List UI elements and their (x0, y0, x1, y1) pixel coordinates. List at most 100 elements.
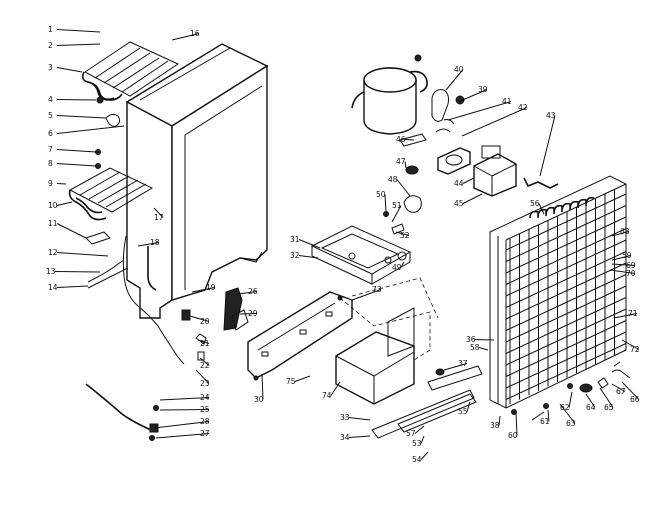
callout-label-41: 41 (502, 97, 512, 106)
leader-line (237, 291, 258, 295)
callout-label-6: 6 (48, 129, 53, 138)
leader-line (294, 375, 311, 382)
leader-line (395, 231, 410, 236)
callout-label-75: 75 (286, 377, 296, 386)
leader-line (56, 163, 97, 167)
leader-line (414, 425, 425, 434)
condenser-wire (505, 205, 627, 262)
leader-line (56, 125, 125, 134)
leader-line (56, 43, 101, 46)
leader-line (199, 357, 210, 366)
callout-label-64: 64 (586, 403, 596, 412)
callout-label-57: 57 (406, 429, 416, 438)
leader-line (461, 107, 528, 137)
leader-line (56, 149, 97, 153)
leader-line (56, 29, 101, 33)
leader-line (159, 397, 210, 401)
leader-line (420, 451, 429, 460)
power-cord (85, 383, 159, 441)
callout-label-69: 69 (626, 261, 636, 270)
callout-label-30: 30 (254, 395, 264, 404)
leader-line (609, 269, 636, 274)
condenser-wire (505, 308, 627, 366)
callout-label-13: 13 (46, 267, 56, 276)
upper-evaporator-shelf (81, 41, 180, 127)
callout-label-21: 21 (200, 339, 210, 348)
leader-line (298, 239, 321, 249)
callout-label-73: 73 (372, 285, 382, 294)
callout-label-51: 51 (392, 201, 402, 210)
leader-line (155, 433, 210, 439)
callout-label-60: 60 (508, 431, 518, 440)
leader-line (559, 403, 576, 424)
leader-line (261, 373, 264, 400)
callout-label-26: 26 (248, 287, 258, 296)
relay-overload (431, 89, 559, 197)
drain-and-wiring (87, 235, 207, 365)
leader-line (153, 207, 164, 218)
callout-label-71: 71 (628, 309, 638, 318)
compressor-mount-frame (310, 225, 412, 285)
condenser-wire (505, 262, 627, 320)
leader-line (159, 409, 210, 411)
callout-label-11: 11 (48, 219, 58, 228)
callout-labels: 1234567891011121314161718192021222324252… (46, 25, 640, 464)
condenser-wire (505, 251, 627, 308)
leader-line (474, 339, 495, 341)
leader-line (443, 363, 468, 371)
leader-line (462, 177, 475, 184)
leader-line (599, 387, 614, 408)
compressor (351, 54, 428, 261)
leader-line (462, 193, 483, 204)
callout-label-29: 29 (248, 309, 258, 318)
leader-line (404, 139, 415, 141)
leader-line (585, 393, 596, 408)
callout-label-17: 17 (154, 213, 164, 222)
callout-label-9: 9 (48, 179, 53, 188)
callout-label-7: 7 (48, 145, 53, 154)
callout-label-5: 5 (48, 111, 53, 120)
leader-line (153, 421, 210, 429)
callout-label-10: 10 (48, 201, 58, 210)
leader-line (396, 179, 411, 197)
callout-label-63: 63 (566, 419, 576, 428)
leader-line (191, 287, 216, 293)
leader-line (239, 313, 258, 315)
callout-label-32: 32 (290, 251, 300, 260)
leader-line (384, 194, 387, 213)
callout-label-53: 53 (412, 439, 422, 448)
callout-label-62: 62 (560, 403, 570, 412)
leader-line (195, 369, 210, 384)
callout-label-33: 33 (340, 413, 350, 422)
callout-label-42: 42 (518, 103, 528, 112)
condenser-wire (505, 320, 627, 377)
leader-line (197, 339, 210, 344)
leader-line (538, 203, 545, 215)
condenser-wire (505, 193, 627, 251)
callout-label-58: 58 (470, 343, 480, 352)
callout-label-40: 40 (454, 65, 464, 74)
callout-label-22: 22 (200, 361, 210, 370)
callout-label-55: 55 (458, 407, 468, 416)
machine-compartment-panel (247, 291, 353, 381)
leader-line (400, 261, 405, 268)
callout-label-50: 50 (376, 190, 386, 199)
leader-line (348, 435, 371, 438)
lower-evaporator-shelf (68, 149, 154, 245)
condenser-wire (505, 343, 627, 400)
callout-label-1: 1 (48, 25, 53, 34)
leader-line (330, 381, 341, 396)
leader-line (54, 271, 101, 273)
callout-label-4: 4 (48, 95, 53, 104)
leader-line (621, 339, 640, 350)
leader-line (613, 313, 638, 319)
callout-label-43: 43 (546, 111, 556, 120)
callout-label-19: 19 (206, 283, 216, 292)
callout-label-34: 34 (340, 433, 350, 442)
leader-line (498, 415, 501, 426)
callout-label-23: 23 (200, 379, 210, 388)
callout-label-74: 74 (322, 391, 332, 400)
leader-line (56, 99, 97, 101)
callout-label-61: 61 (540, 417, 550, 426)
drain-pan (335, 277, 439, 405)
